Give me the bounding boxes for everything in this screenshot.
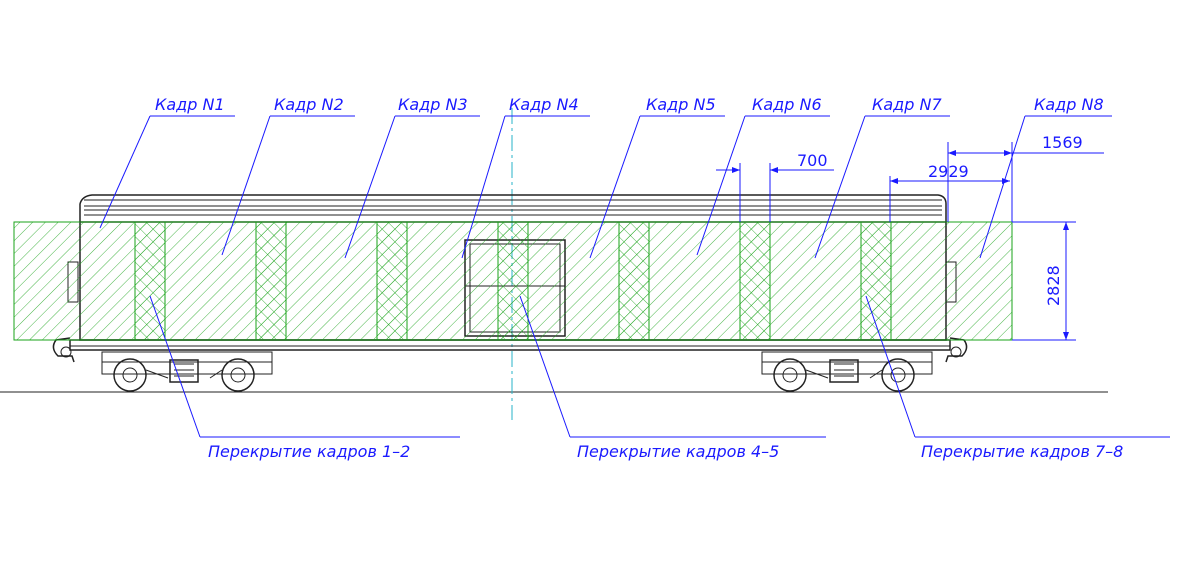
overlap-7-8 (860, 221, 892, 341)
frame-label-text-4: Кадр N4 (509, 95, 579, 114)
frame-label-8: Кадр N8 (979, 95, 1112, 259)
bogie-left (101, 351, 273, 392)
overlap-3-4 (376, 221, 408, 341)
frame-label-6: Кадр N6 (696, 95, 830, 256)
overlap-labels: Перекрытие кадров 1–2 Перекрытие кадров … (149, 295, 1170, 461)
frame-label-7: Кадр N7 (814, 95, 950, 259)
frame-label-text-6: Кадр N6 (752, 95, 822, 114)
overlap-label-1-2: Перекрытие кадров 1–2 (149, 295, 460, 461)
dimension-700-text: 700 (797, 151, 828, 170)
frame-label-text-7: Кадр N7 (872, 95, 942, 114)
overlap-2-3 (255, 221, 287, 341)
frame-label-text-2: Кадр N2 (274, 95, 344, 114)
overlap-label-4-5: Перекрытие кадров 4–5 (519, 295, 826, 461)
overlap-5-6 (618, 221, 650, 341)
frame-label-text-5: Кадр N5 (646, 95, 716, 114)
overlap-label-7-8: Перекрытие кадров 7–8 (865, 295, 1170, 461)
overlap-label-text-1-2: Перекрытие кадров 1–2 (208, 442, 410, 461)
overlap-4-5 (497, 221, 529, 341)
overlap-layer (134, 221, 892, 341)
bogie-right (761, 351, 933, 392)
dimension-700: 700 (716, 151, 834, 222)
dimension-2929: 2929 (889, 162, 1010, 222)
frame-label-3: Кадр N3 (344, 95, 480, 259)
frame-label-2: Кадр N2 (221, 95, 355, 256)
frame-label-text-1: Кадр N1 (155, 95, 225, 114)
dimension-1569: 1569 (947, 133, 1104, 222)
frame-label-1: Кадр N1 (99, 95, 235, 229)
frame-label-5: Кадр N5 (589, 95, 725, 259)
overlap-1-2 (134, 221, 166, 341)
overlap-label-text-7-8: Перекрытие кадров 7–8 (921, 442, 1123, 461)
dimension-2828: 2828 (1012, 221, 1076, 341)
overlap-6-7 (739, 221, 771, 341)
frame-labels: Кадр N1 Кадр N2 Кадр N3 Кадр N4 Кадр N5 … (99, 95, 1112, 259)
frame-label-text-8: Кадр N8 (1034, 95, 1104, 114)
frame-label-text-3: Кадр N3 (398, 95, 468, 114)
dimension-2828-text: 2828 (1044, 265, 1063, 306)
frame-label-4: Кадр N4 (461, 95, 590, 259)
dimension-1569-text: 1569 (1042, 133, 1083, 152)
overlap-label-text-4-5: Перекрытие кадров 4–5 (577, 442, 779, 461)
